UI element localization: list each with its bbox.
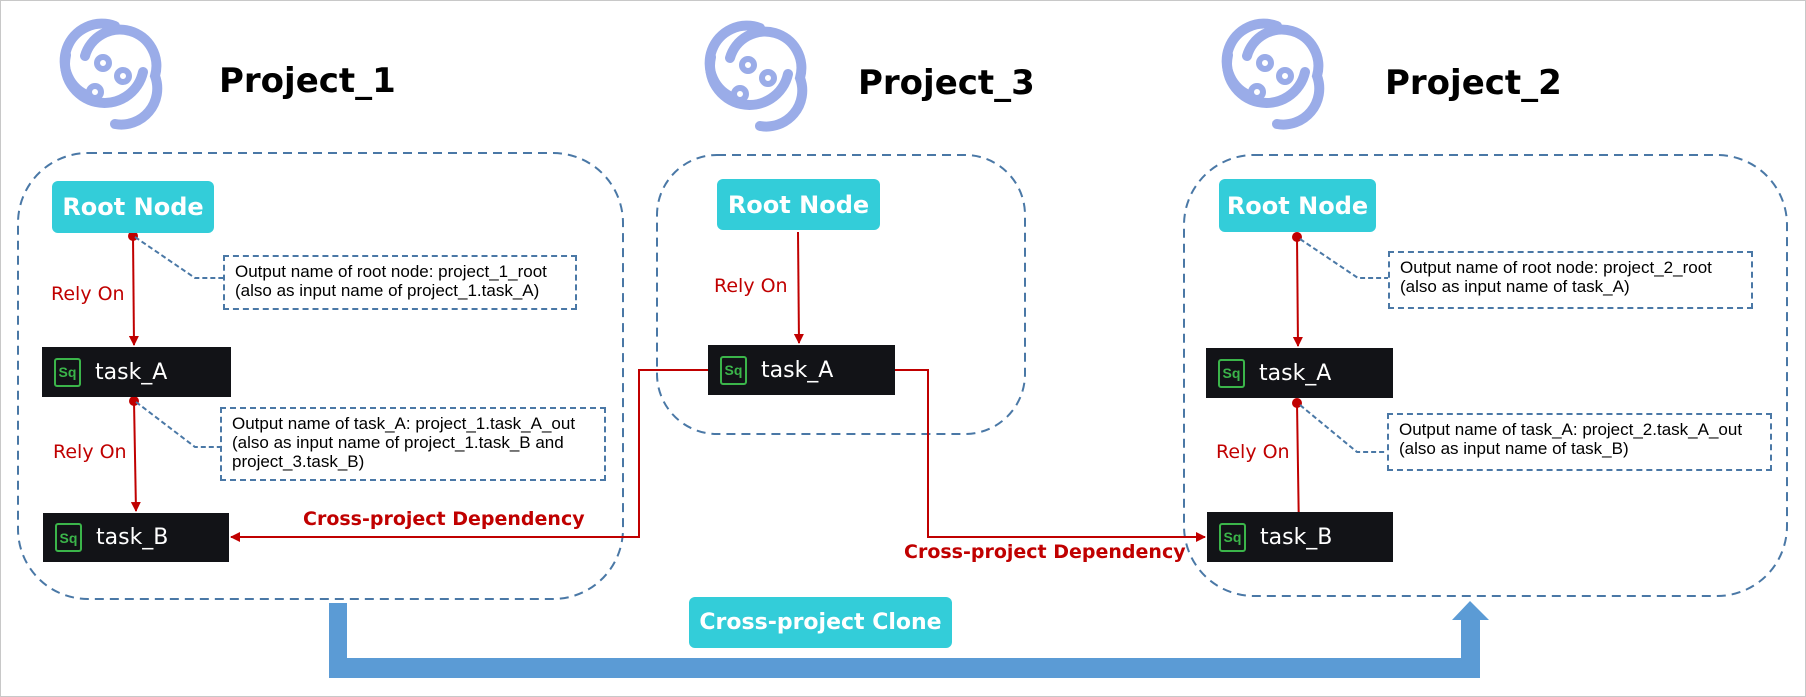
project-1-title: Project_1 — [219, 61, 396, 101]
p2-root-output-note: Output name of root node: project_2_root… — [1388, 251, 1753, 309]
project-1-boundary — [17, 152, 624, 600]
project-2-boundary — [1183, 154, 1788, 597]
cross-dep-edge-to-p1-task-b — [230, 369, 708, 542]
note-line: Output name of task_A: project_2.task_A_… — [1399, 420, 1743, 439]
project-3-title: Project_3 — [858, 63, 1035, 103]
p1-rely-on-label-1: Rely On — [51, 283, 125, 305]
sql-task-icon: Sq — [55, 523, 82, 552]
p2-task-a-output-dot — [1292, 398, 1302, 408]
p1-task-a-note-leader — [135, 401, 221, 448]
sql-task-icon: Sq — [720, 355, 747, 385]
p1-task-b-node[interactable]: Sq task_B — [43, 513, 229, 562]
project-1-logo-icon — [59, 18, 163, 130]
p3-rely-on-label: Rely On — [714, 275, 788, 297]
p1-task-a-node[interactable]: Sq task_A — [42, 347, 231, 397]
note-line: (also as input name of project_1.task_A) — [235, 281, 540, 300]
p1-root-output-note: Output name of root node: project_1_root… — [223, 255, 577, 310]
project-2-logo-icon — [1221, 18, 1325, 130]
p2-task-a-output-note: Output name of task_A: project_2.task_A_… — [1387, 413, 1772, 471]
note-line: Output name of root node: project_2_root — [1400, 258, 1712, 277]
sql-task-icon: Sq — [1218, 358, 1245, 388]
cross-dep-edge-to-p2-task-b — [895, 369, 1206, 542]
p2-task-a-note-leader — [1299, 404, 1387, 453]
p2-task-a-node[interactable]: Sq task_A — [1206, 348, 1393, 398]
note-line: project_3.task_B) — [232, 452, 365, 471]
p2-rely-on-edge-1 — [1292, 236, 1303, 347]
project-2-title: Project_2 — [1385, 63, 1562, 103]
p2-task-b-node[interactable]: Sq task_B — [1207, 512, 1393, 562]
project-3-boundary — [656, 154, 1026, 435]
p2-root-output-dot — [1292, 232, 1302, 242]
p1-root-note-leader — [134, 236, 223, 279]
project-3-logo-icon — [704, 20, 808, 132]
sql-task-icon: Sq — [1219, 522, 1246, 552]
cross-project-dependency-label-left: Cross-project Dependency — [303, 508, 585, 530]
p1-rely-on-edge-2 — [130, 400, 141, 512]
note-line: Output name of task_A: project_1.task_A_… — [232, 414, 576, 433]
p1-task-a-label: task_A — [95, 359, 168, 385]
cross-project-dependency-label-right: Cross-project Dependency — [904, 541, 1186, 563]
note-line: Output name of root node: project_1_root — [235, 262, 547, 281]
sql-task-icon: Sq — [54, 357, 81, 387]
p3-rely-on-edge — [793, 231, 804, 344]
p1-root-node[interactable]: Root Node — [52, 181, 214, 233]
p3-task-a-node[interactable]: Sq task_A — [708, 345, 895, 395]
p3-task-a-label: task_A — [761, 357, 834, 383]
p2-task-b-label: task_B — [1260, 524, 1333, 550]
p1-task-a-output-note: Output name of task_A: project_1.task_A_… — [220, 407, 606, 481]
note-line: (also as input name of project_1.task_B … — [232, 433, 564, 452]
p2-rely-on-label: Rely On — [1216, 441, 1290, 463]
p2-task-a-label: task_A — [1259, 360, 1332, 386]
p2-root-node[interactable]: Root Node — [1219, 179, 1376, 232]
p3-root-node[interactable]: Root Node — [717, 179, 880, 230]
p1-task-b-label: task_B — [96, 525, 169, 550]
cross-project-clone-label: Cross-project Clone — [689, 597, 952, 648]
clone-arrow — [329, 601, 1489, 678]
p1-task-a-output-dot — [129, 396, 139, 406]
p1-rely-on-label-2: Rely On — [53, 441, 127, 463]
p1-rely-on-edge-1 — [128, 235, 139, 346]
note-line: (also as input name of task_A) — [1400, 277, 1630, 296]
p2-root-note-leader — [1299, 238, 1388, 279]
note-line: (also as input name of task_B) — [1399, 439, 1629, 458]
